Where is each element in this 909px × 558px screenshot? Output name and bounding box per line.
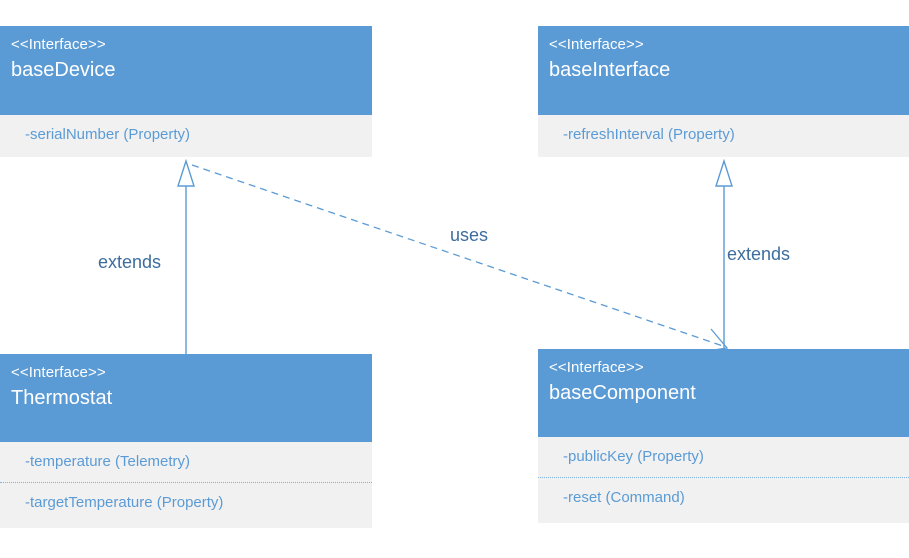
uml-stereotype-basedevice: <<Interface>> (11, 36, 106, 53)
edge-label-extends-right: extends (727, 244, 791, 264)
uml-box-basecomponent[interactable]: <<Interface>> baseComponent -publicKey (… (538, 349, 909, 523)
uml-member-refreshinterval[interactable]: -refreshInterval (Property) (563, 126, 735, 143)
uml-name-basedevice: baseDevice (11, 59, 116, 81)
uml-header-thermostat: <<Interface>> Thermostat (0, 354, 372, 442)
uml-body-baseinterface: -refreshInterval (Property) (538, 115, 909, 157)
uml-body-thermostat: -temperature (Telemetry) -targetTemperat… (0, 442, 372, 528)
uml-name-thermostat: Thermostat (11, 387, 113, 409)
uml-header-basedevice: <<Interface>> baseDevice (0, 26, 372, 115)
uml-member-reset[interactable]: -reset (Command) (538, 477, 909, 518)
uml-box-thermostat[interactable]: <<Interface>> Thermostat -temperature (T… (0, 354, 372, 528)
uml-body-basedevice: -serialNumber (Property) (0, 115, 372, 157)
uml-member-publickey[interactable]: -publicKey (Property) (563, 448, 704, 465)
uml-name-basecomponent: baseComponent (549, 382, 696, 404)
edge-line-uses (191, 164, 724, 347)
edge-thermostat-extends-basedevice (177, 158, 195, 354)
uml-member-serialnumber[interactable]: -serialNumber (Property) (25, 126, 191, 143)
edge-label-uses: uses (450, 225, 489, 245)
uml-box-baseinterface[interactable]: <<Interface>> baseInterface -refreshInte… (538, 26, 909, 157)
uml-header-baseinterface: <<Interface>> baseInterface (538, 26, 909, 115)
uml-stereotype-basecomponent: <<Interface>> (549, 359, 644, 376)
uml-member-targettemperature[interactable]: -targetTemperature (Property) (0, 482, 372, 523)
uml-box-basedevice[interactable]: <<Interface>> baseDevice -serialNumber (… (0, 26, 372, 157)
hollow-triangle-arrowhead-right (715, 158, 733, 187)
uml-body-basecomponent: -publicKey (Property) -reset (Command) (538, 437, 909, 523)
uml-stereotype-thermostat: <<Interface>> (11, 364, 106, 381)
edge-label-extends-left: extends (98, 252, 162, 272)
uml-header-basecomponent: <<Interface>> baseComponent (538, 349, 909, 437)
edge-basedevice-uses-basecomponent (191, 164, 729, 353)
uml-name-baseinterface: baseInterface (549, 59, 671, 81)
hollow-triangle-arrowhead-left (177, 158, 195, 187)
uml-member-temperature[interactable]: -temperature (Telemetry) (25, 453, 191, 470)
uml-stereotype-baseinterface: <<Interface>> (549, 36, 644, 53)
